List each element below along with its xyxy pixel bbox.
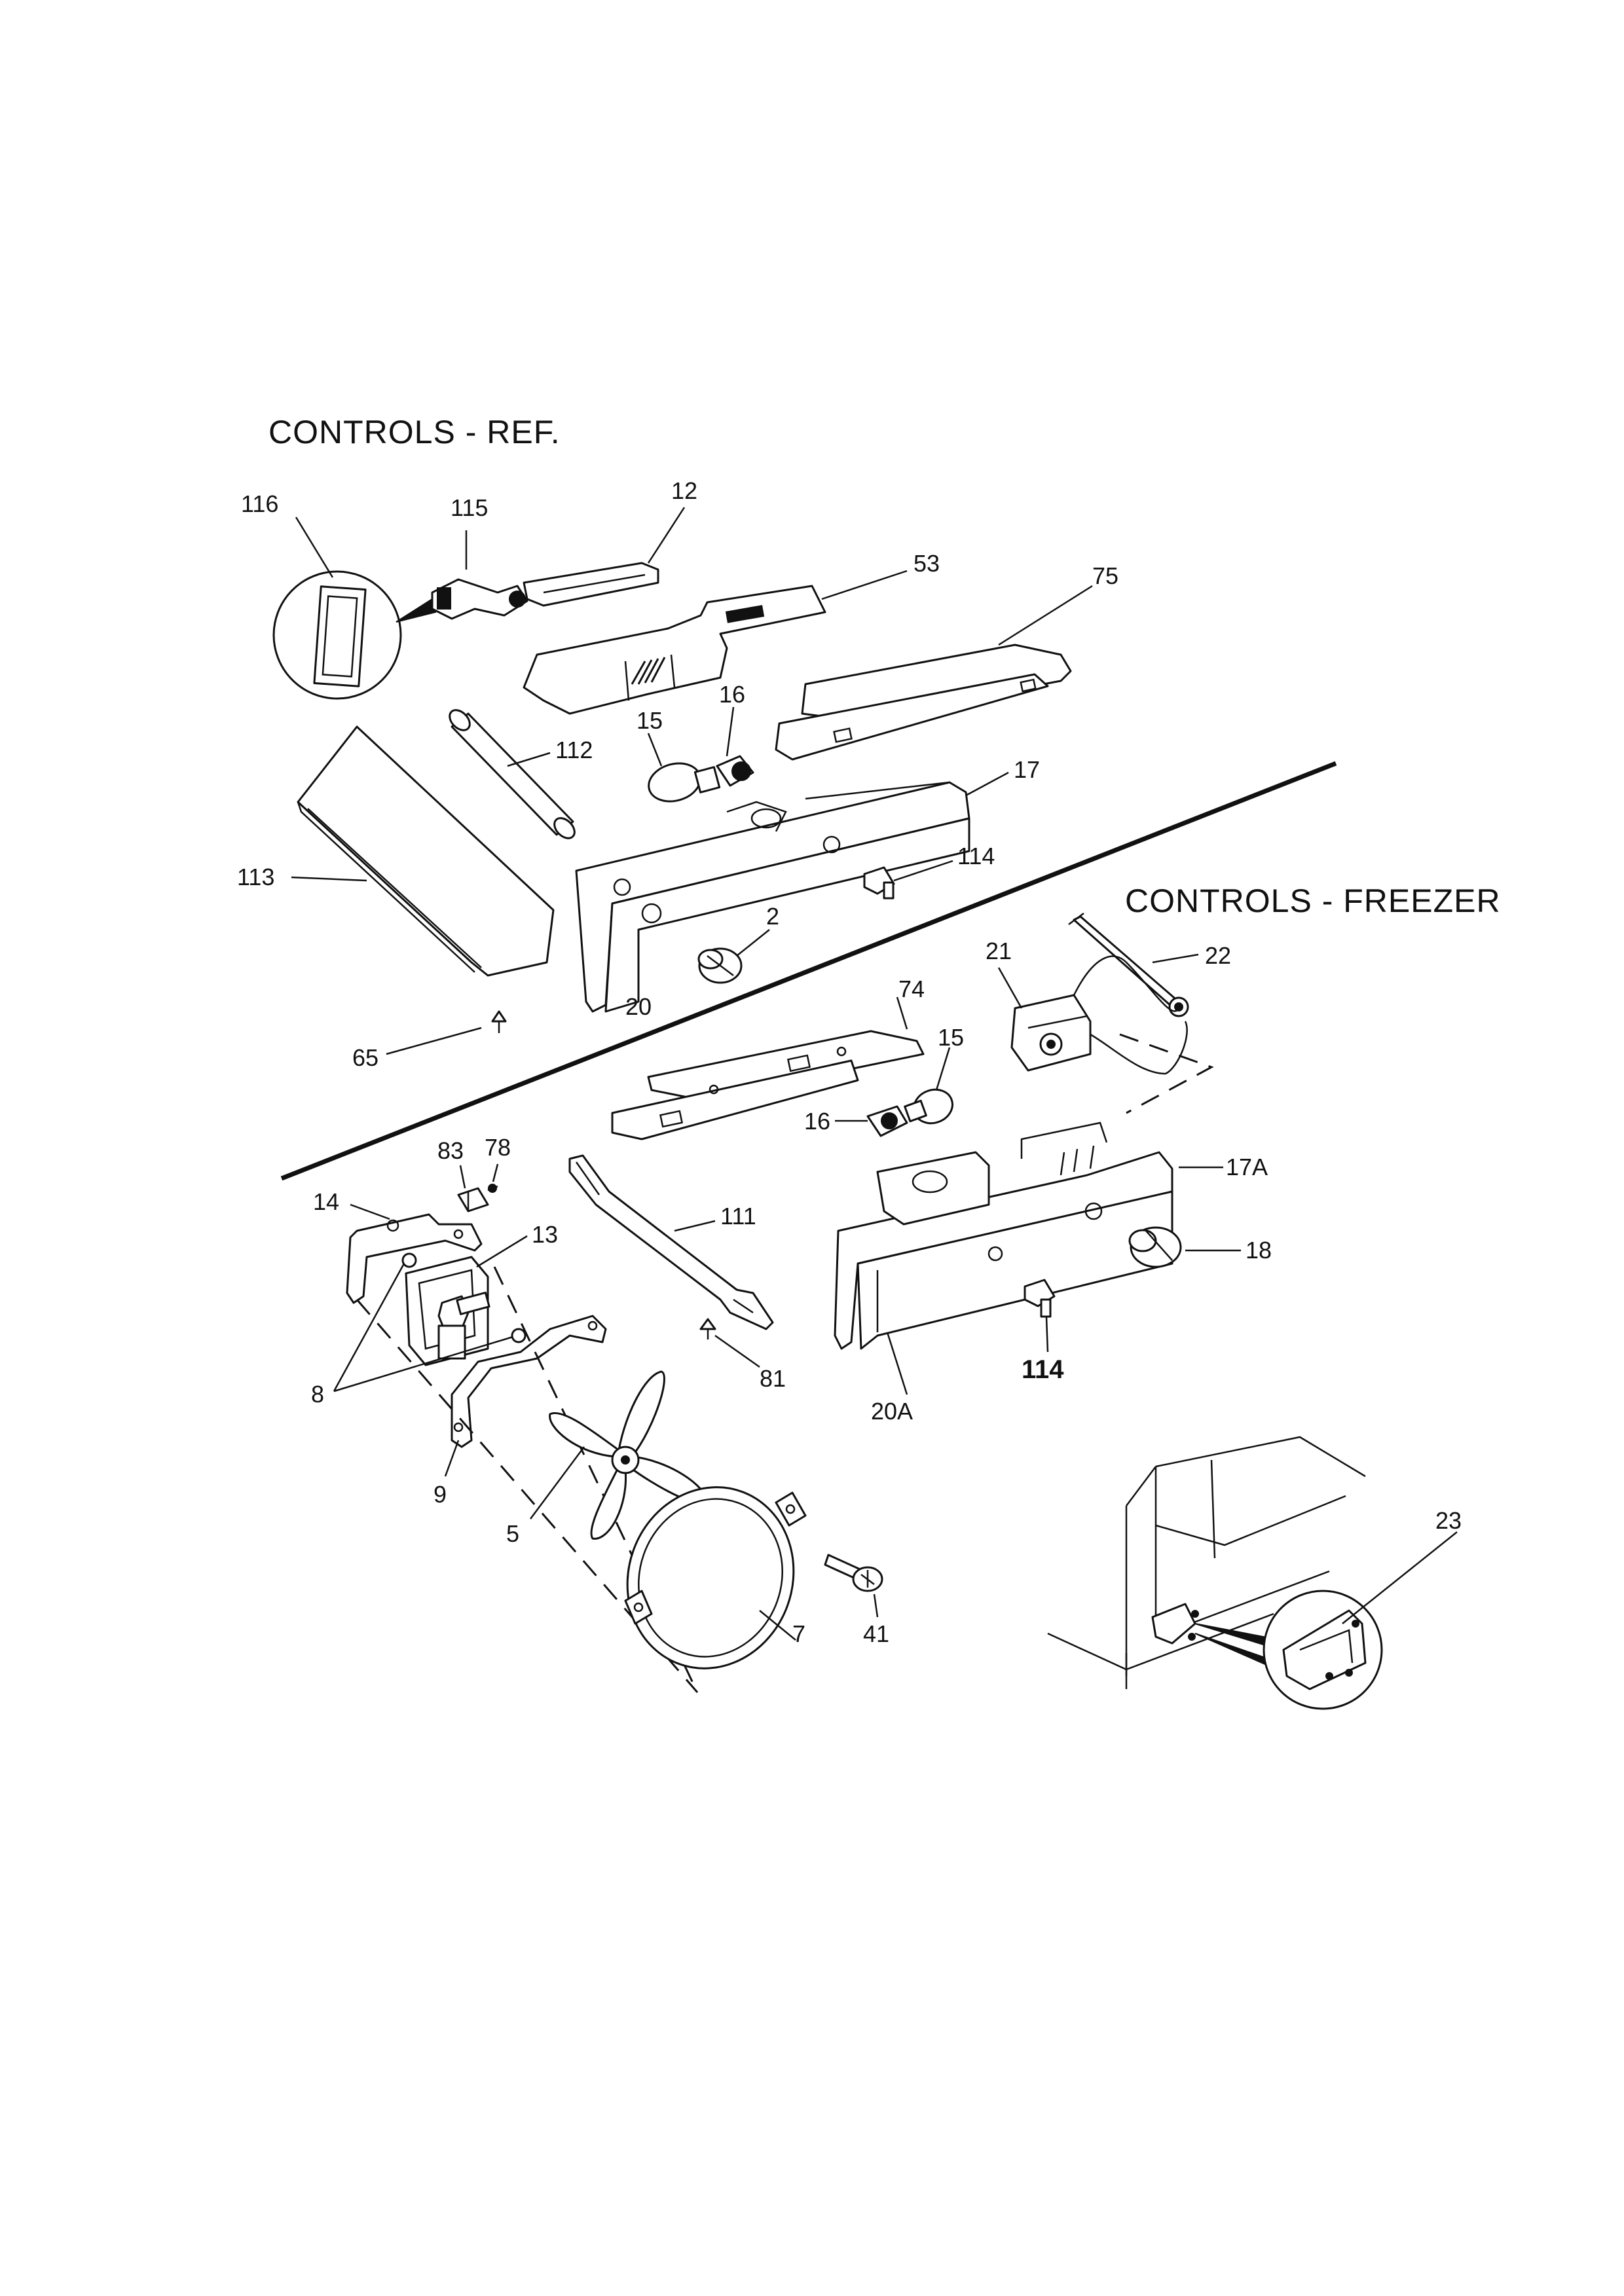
callout-53: 53 (913, 550, 940, 577)
callout-labels: 116 115 12 53 75 15 16 112 17 113 114 2 … (237, 477, 1462, 1647)
callout-114-freezer: 114 (1022, 1355, 1064, 1384)
part-2-knob (697, 947, 743, 984)
part-83-bracket (457, 1187, 489, 1212)
part-17-control-housing (575, 781, 970, 1013)
callout-20: 20 (625, 993, 652, 1020)
part-17A-control-housing (834, 1121, 1173, 1350)
part-65-screw (491, 1010, 507, 1033)
part-115-switch (431, 578, 528, 620)
callout-5: 5 (506, 1520, 519, 1547)
part-53-housing (523, 585, 826, 715)
callout-9: 9 (434, 1481, 447, 1508)
part-114-switch-freezer (1024, 1279, 1056, 1318)
callout-15-freezer: 15 (938, 1024, 964, 1051)
part-12-lens (523, 562, 659, 607)
callout-17A: 17A (1226, 1154, 1268, 1180)
part-112-tube (449, 709, 576, 839)
title-controls-freezer: CONTROLS - FREEZER (1125, 883, 1501, 919)
callout-75: 75 (1092, 562, 1118, 589)
callout-16-freezer: 16 (804, 1108, 830, 1135)
callout-13: 13 (532, 1221, 558, 1248)
callout-2: 2 (766, 903, 779, 930)
callout-15-ref: 15 (637, 707, 663, 734)
callout-12: 12 (671, 477, 697, 504)
part-15-bulb-ref (648, 762, 721, 803)
callout-20A: 20A (871, 1398, 913, 1425)
detail-circle-116 (272, 570, 437, 700)
callout-114-ref: 114 (957, 843, 995, 869)
callout-16-ref: 16 (719, 681, 745, 708)
part-113-channel (297, 725, 555, 977)
part-8-grommet-lower (511, 1328, 526, 1343)
callout-112: 112 (555, 737, 593, 763)
callout-81: 81 (760, 1365, 786, 1392)
callout-65: 65 (352, 1044, 378, 1071)
part-21-thermostat (1010, 955, 1188, 1075)
callout-41: 41 (863, 1620, 889, 1647)
callout-7: 7 (792, 1620, 805, 1647)
section-divider (280, 761, 1337, 1181)
callout-18: 18 (1246, 1237, 1272, 1264)
part-15-bulb-freezer (904, 1088, 953, 1125)
callout-83: 83 (437, 1137, 464, 1164)
part-14-bracket (346, 1213, 483, 1304)
part-41-screw (824, 1554, 883, 1592)
callout-113: 113 (237, 864, 274, 890)
callout-116: 116 (241, 490, 278, 517)
callout-22: 22 (1205, 942, 1231, 969)
callout-23: 23 (1435, 1507, 1462, 1534)
callout-21: 21 (986, 938, 1012, 964)
part-5-fan-blade (549, 1370, 709, 1540)
part-7-fan-ring (624, 1486, 807, 1669)
part-18-knob (1128, 1226, 1182, 1268)
title-controls-ref: CONTROLS - REF. (268, 414, 561, 450)
callout-17: 17 (1014, 756, 1040, 783)
callout-115: 115 (451, 494, 488, 521)
part-8-grommet-upper (401, 1252, 417, 1268)
part-9-bracket (451, 1315, 607, 1448)
wire-route-dashed (1119, 1033, 1214, 1114)
part-111-bracket (568, 1154, 774, 1330)
fan-axis-dashed (356, 1299, 699, 1693)
part-81-screw (699, 1318, 716, 1339)
callout-111: 111 (720, 1203, 756, 1230)
callout-8: 8 (311, 1381, 324, 1408)
part-13-motor (405, 1256, 490, 1366)
part-78-screw (487, 1184, 498, 1193)
part-16-socket-ref (716, 755, 754, 787)
part-74-cover (611, 1030, 925, 1140)
callout-78: 78 (485, 1134, 511, 1161)
leader-lines (291, 507, 1458, 1641)
part-16-socket-freezer (866, 1105, 908, 1137)
callout-74: 74 (898, 975, 925, 1002)
part-75-cover (775, 644, 1072, 761)
part-114-switch-ref (863, 866, 895, 900)
part-23-corner-detail (1047, 1436, 1383, 1710)
callout-14: 14 (313, 1188, 339, 1215)
